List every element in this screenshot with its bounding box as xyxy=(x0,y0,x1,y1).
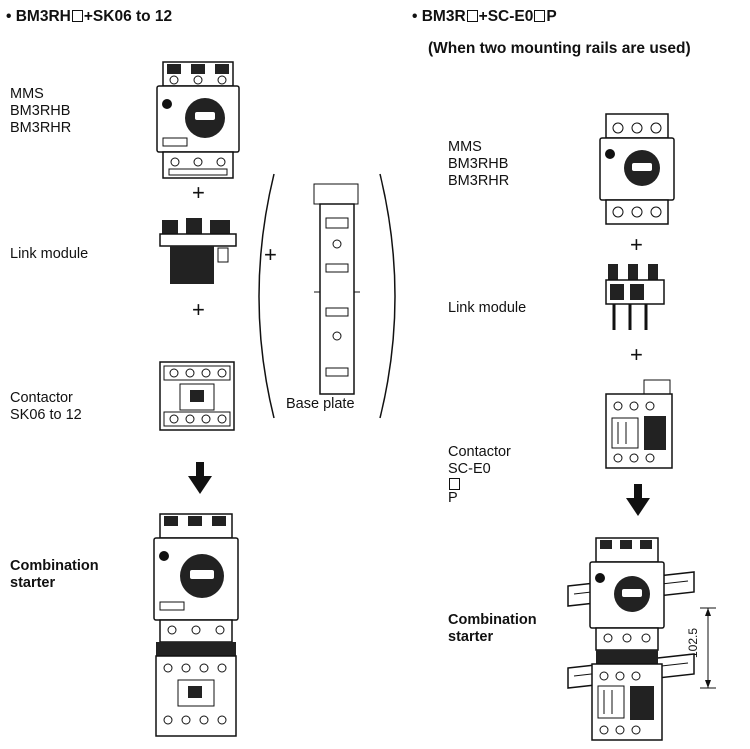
left-plus-1: + xyxy=(192,180,205,205)
placeholder-box-icon xyxy=(466,10,478,22)
right-mms-illustration xyxy=(599,113,675,225)
right-parenthesis-icon xyxy=(379,173,396,419)
placeholder-box-icon xyxy=(71,10,83,22)
right-plus-1: + xyxy=(630,232,643,257)
right-subheading: (When two mounting rails are used) xyxy=(428,40,691,57)
placeholder-box-icon xyxy=(534,10,546,22)
left-link-illustration xyxy=(159,218,237,284)
left-mms-illustration xyxy=(156,61,240,179)
right-contactor-illustration xyxy=(605,379,673,469)
left-contactor-illustration xyxy=(159,361,235,431)
right-combination-label: Combination starter xyxy=(448,612,537,645)
right-link-label: Link module xyxy=(448,300,527,316)
left-heading: • BM3RH+SK06 to 12 xyxy=(6,8,173,25)
left-contactor-label: Contactor SK06 to 12 xyxy=(10,390,82,423)
right-combination-illustration xyxy=(567,537,716,741)
right-plus-2: + xyxy=(630,342,643,367)
right-down-arrow-icon xyxy=(626,484,650,516)
left-mms-label: MMS BM3RHB BM3RHR xyxy=(10,86,72,136)
left-combination-illustration xyxy=(153,513,239,737)
left-combination-label: Combination starter xyxy=(10,558,99,591)
placeholder-box-icon xyxy=(449,478,460,490)
right-link-illustration xyxy=(605,264,665,330)
left-parenthesis-icon xyxy=(258,173,275,419)
left-plus-2: + xyxy=(192,297,205,322)
left-link-label: Link module xyxy=(10,246,89,262)
right-mms-label: MMS BM3RHB BM3RHR xyxy=(448,139,510,189)
left-down-arrow-icon xyxy=(188,462,212,494)
base-plate-illustration xyxy=(258,173,396,419)
base-plate-label: Base plate xyxy=(286,396,355,412)
left-plus-3: + xyxy=(264,242,277,267)
